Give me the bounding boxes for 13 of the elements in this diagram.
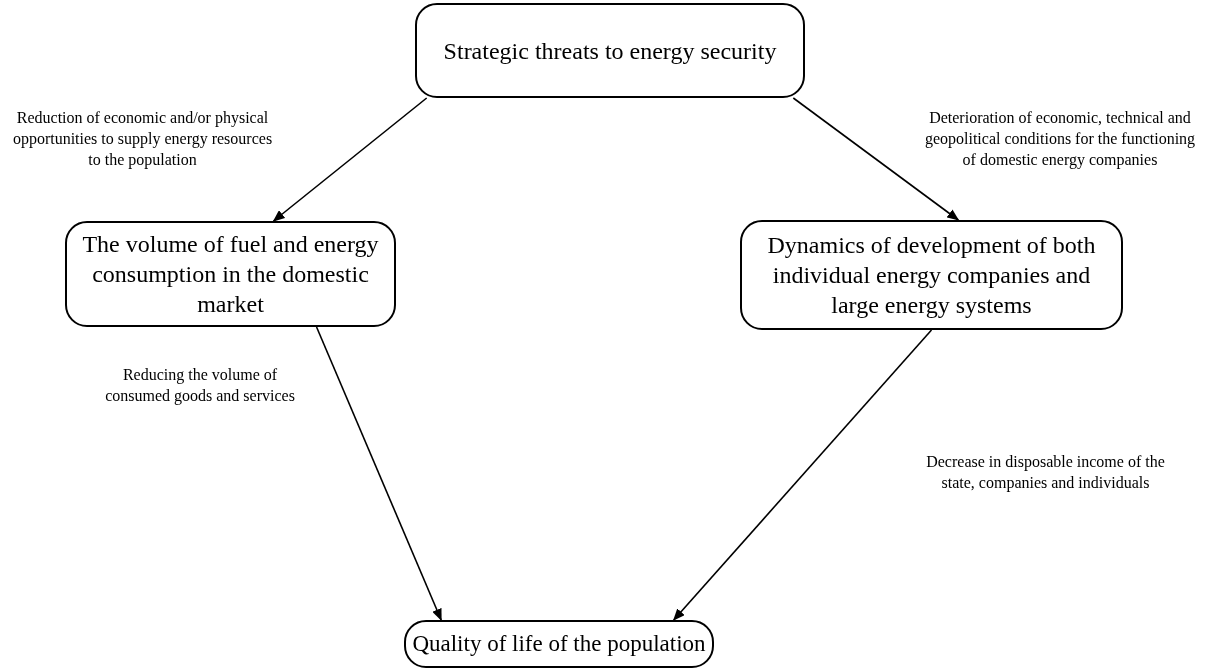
rounded-box [65, 221, 396, 327]
box-text: Dynamics of development of both individual energy companies and large energy systems [766, 231, 1097, 320]
box-text: The volume of fuel and energy consumption in the domestic market [81, 230, 380, 319]
arrow [272, 97, 428, 222]
rounded-box [404, 620, 714, 668]
arrow [315, 326, 442, 621]
arrow [672, 329, 933, 621]
edge-label: Reduction of economic and/or physical opportunities to supply energy resources to the population [10, 108, 275, 171]
rounded-box [415, 3, 805, 98]
box-text: Strategic threats to energy security [443, 36, 777, 66]
box-text: Quality of life of the population [412, 629, 706, 658]
rounded-box [740, 220, 1123, 330]
arrow [792, 97, 960, 221]
